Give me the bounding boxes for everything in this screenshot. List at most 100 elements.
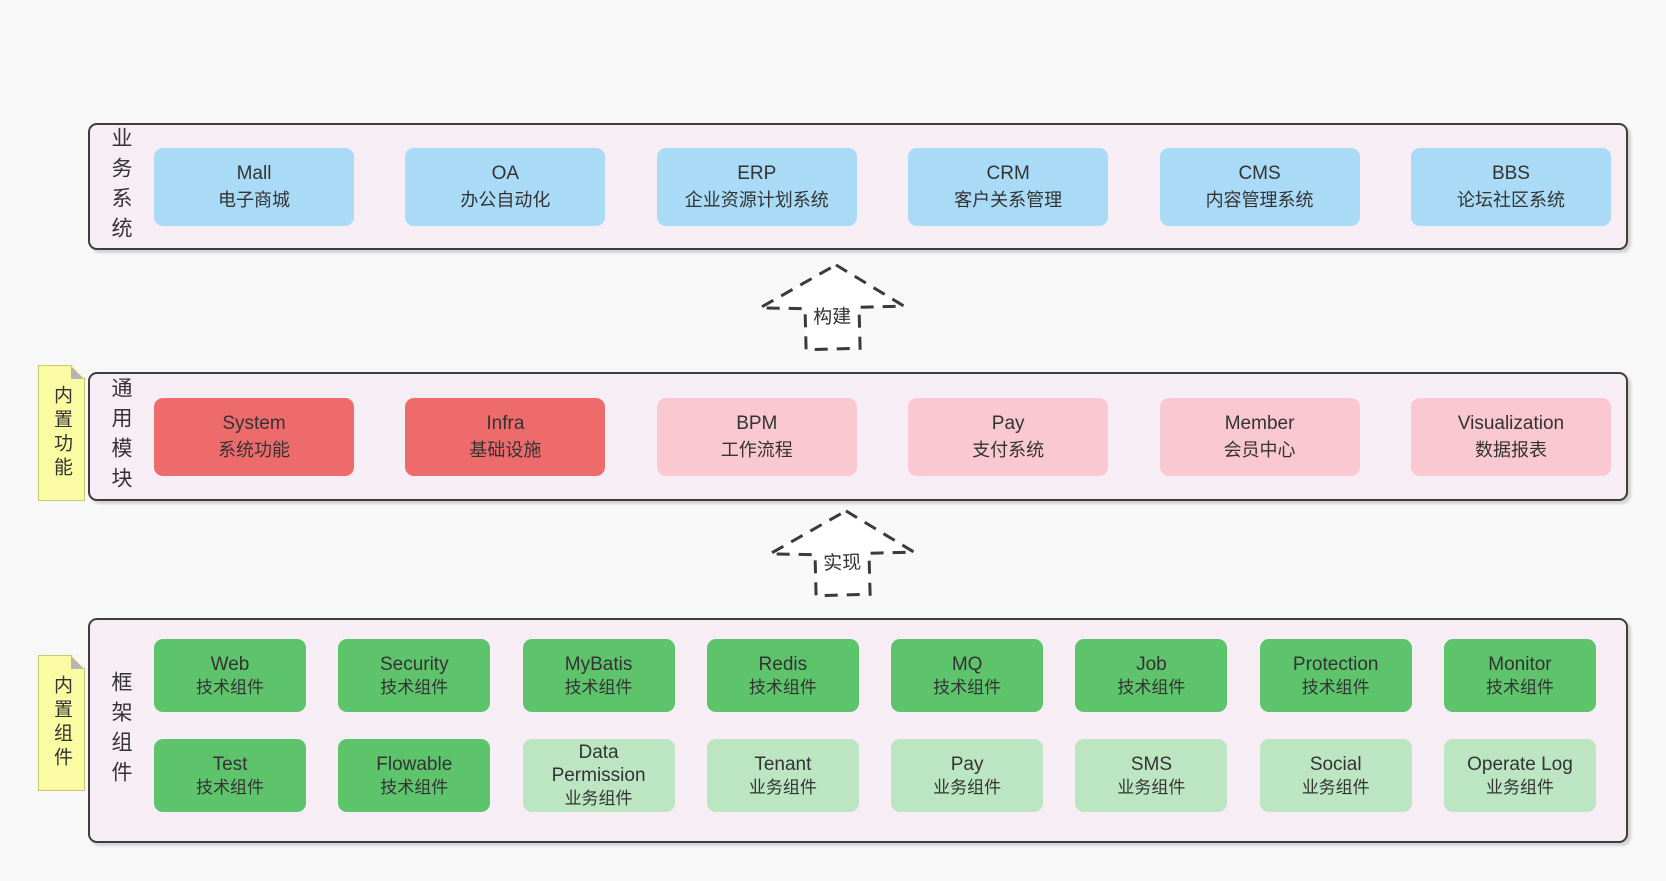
box-title: CRM — [986, 162, 1030, 184]
diagram-box-mybatis: MyBatis 技术组件 — [522, 639, 675, 712]
box-title: Social — [1309, 753, 1362, 775]
box-subtitle: 技术组件 — [1117, 677, 1186, 697]
note-text: 内置功能 — [51, 385, 72, 481]
diagram-box-erp: ERP 企业资源计划系统 — [656, 147, 857, 226]
diagram-box-test: Test 技术组件 — [154, 739, 306, 812]
box-subtitle: 技术组件 — [748, 677, 817, 697]
diagram-box-cms: CMS 内容管理系统 — [1159, 147, 1360, 226]
modules-box-row: System 系统功能 Infra 基础设施 BPM 工作流程 Pay 支付系统… — [154, 397, 1611, 476]
note-fold-icon — [71, 366, 84, 379]
box-subtitle: 技术组件 — [380, 777, 449, 797]
box-title: Monitor — [1488, 653, 1552, 675]
box-title: Pay — [991, 412, 1025, 434]
layer-business-systems: 业务系统 Mall 电子商城 OA 办公自动化 ERP 企业资源计划系统 CRM… — [88, 123, 1628, 250]
box-subtitle: 企业资源计划系统 — [684, 189, 829, 210]
diagram-box-social: Social 业务组件 — [1259, 739, 1412, 812]
box-title: MQ — [951, 653, 983, 675]
diagram-box-pay-business: Pay 业务组件 — [891, 739, 1044, 812]
box-title: OA — [491, 162, 520, 184]
sticky-note-built-in-components: 内置组件 — [38, 655, 85, 791]
box-subtitle: 业务组件 — [1301, 777, 1370, 797]
box-subtitle: 基础设施 — [469, 439, 542, 460]
diagram-box-mq: MQ 技术组件 — [891, 639, 1044, 712]
box-subtitle: 工作流程 — [720, 439, 793, 460]
block-arrow-up-icon — [755, 263, 909, 352]
box-subtitle: 技术组件 — [380, 677, 449, 697]
note-text: 内置组件 — [51, 675, 72, 771]
box-title: Operate Log — [1467, 753, 1573, 775]
diagram-box-mall: Mall 电子商城 — [154, 147, 354, 226]
diagram-box-job: Job 技术组件 — [1075, 639, 1228, 712]
box-subtitle: 技术组件 — [196, 677, 264, 697]
box-title: Redis — [758, 653, 808, 675]
box-subtitle: 系统功能 — [218, 439, 290, 460]
layer-common-modules: 通用模块 System 系统功能 Infra 基础设施 BPM 工作流程 Pay… — [88, 372, 1628, 501]
diagram-box-security: Security 技术组件 — [338, 639, 491, 712]
box-title: Web — [210, 653, 250, 675]
diagram-box-bbs: BBS 论坛社区系统 — [1410, 147, 1611, 226]
box-title: Pay — [950, 753, 984, 775]
box-subtitle: 业务组件 — [1117, 777, 1186, 797]
arrow-implement-label: 实现 — [822, 552, 862, 575]
box-title: Job — [1136, 653, 1167, 675]
box-subtitle: 技术组件 — [196, 777, 264, 797]
arrow-implement: 实现 — [765, 506, 919, 600]
box-title: ERP — [737, 162, 777, 184]
note-fold-icon — [71, 656, 84, 669]
box-title: Infra — [486, 412, 525, 434]
box-title: Member — [1224, 412, 1295, 434]
box-title: Visualization — [1457, 412, 1565, 434]
diagram-box-bpm: BPM 工作流程 — [656, 397, 857, 476]
diagram-box-flowable: Flowable 技术组件 — [338, 739, 491, 812]
box-subtitle: 技术组件 — [933, 677, 1002, 697]
layer-framework-components: 框架组件 Web 技术组件 Security 技术组件 MyBatis 技术组件… — [88, 618, 1628, 843]
diagram-box-web: Web 技术组件 — [154, 639, 306, 712]
box-subtitle: 业务组件 — [564, 789, 633, 808]
diagram-box-monitor: Monitor 技术组件 — [1443, 639, 1596, 712]
diagram-box-crm: CRM 客户关系管理 — [908, 147, 1109, 226]
components-row-1: Web 技术组件 Security 技术组件 MyBatis 技术组件 Redi… — [154, 639, 1596, 712]
box-subtitle: 数据报表 — [1474, 439, 1547, 460]
sticky-note-built-in-functions: 内置功能 — [38, 365, 85, 501]
layer-label-modules: 通用模块 — [109, 376, 132, 497]
box-title: BPM — [736, 412, 778, 434]
diagram-box-oa: OA 办公自动化 — [405, 147, 606, 226]
diagram-box-data-permission: Data Permission 业务组件 — [522, 739, 675, 812]
layer-label-components: 框架组件 — [109, 670, 132, 791]
arrow-build: 构建 — [755, 260, 909, 354]
components-row-2: Test 技术组件 Flowable 技术组件 Data Permission … — [154, 739, 1596, 812]
diagram-box-sms: SMS 业务组件 — [1075, 739, 1228, 812]
box-title: Data Permission — [551, 742, 646, 786]
diagram-box-infra: Infra 基础设施 — [405, 397, 606, 476]
diagram-box-visualization: Visualization 数据报表 — [1410, 397, 1611, 476]
diagram-box-protection: Protection 技术组件 — [1259, 639, 1412, 712]
box-subtitle: 技术组件 — [1301, 677, 1370, 697]
diagram-box-member: Member 会员中心 — [1159, 397, 1360, 476]
box-subtitle: 业务组件 — [748, 777, 817, 797]
box-subtitle: 技术组件 — [564, 677, 633, 697]
diagram-box-redis: Redis 技术组件 — [706, 639, 859, 712]
block-arrow-up-icon — [765, 509, 919, 598]
box-title: System — [222, 412, 286, 434]
box-title: BBS — [1491, 162, 1530, 184]
diagram-box-operate-log: Operate Log 业务组件 — [1443, 739, 1596, 812]
box-title: CMS — [1238, 162, 1281, 184]
box-title: Security — [379, 653, 449, 675]
diagram-box-system: System 系统功能 — [154, 397, 354, 476]
box-subtitle: 支付系统 — [972, 439, 1045, 460]
components-box-rows: Web 技术组件 Security 技术组件 MyBatis 技术组件 Redi… — [154, 639, 1596, 812]
box-subtitle: 电子商城 — [218, 189, 290, 210]
box-title: SMS — [1130, 753, 1172, 775]
box-title: Mall — [236, 162, 272, 184]
layer-label-business: 业务系统 — [109, 126, 132, 247]
box-subtitle: 会员中心 — [1223, 439, 1296, 460]
box-subtitle: 内容管理系统 — [1205, 189, 1314, 210]
box-title: Tenant — [754, 753, 812, 775]
business-box-row: Mall 电子商城 OA 办公自动化 ERP 企业资源计划系统 CRM 客户关系… — [154, 147, 1611, 226]
box-subtitle: 办公自动化 — [460, 189, 551, 210]
diagram-box-pay: Pay 支付系统 — [908, 397, 1109, 476]
box-title: Flowable — [376, 753, 453, 775]
diagram-box-tenant: Tenant 业务组件 — [706, 739, 859, 812]
box-title: MyBatis — [564, 653, 633, 675]
box-title: Protection — [1292, 653, 1379, 675]
